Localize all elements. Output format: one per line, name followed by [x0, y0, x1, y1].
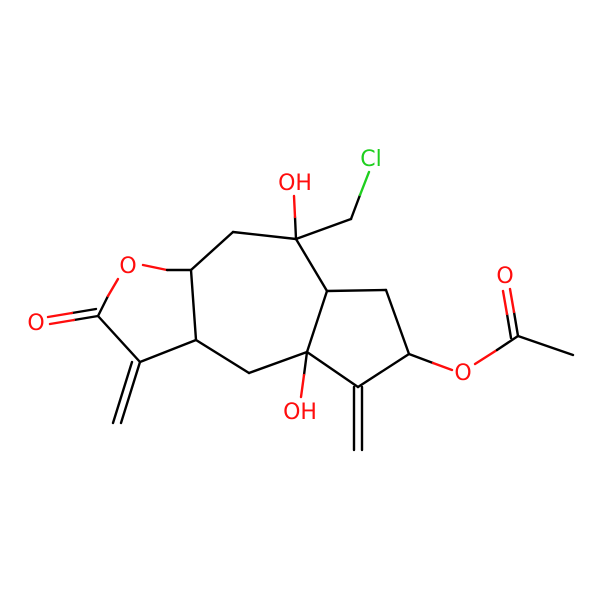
bond — [305, 289, 329, 354]
bond — [349, 193, 362, 221]
bond — [299, 373, 306, 399]
atom-labels: Cl OH OH O O O O — [27, 147, 513, 425]
bond — [495, 334, 520, 352]
bond — [119, 360, 142, 425]
bond — [305, 350, 360, 389]
bond — [293, 215, 298, 241]
bond — [358, 170, 371, 197]
acetyl-carbonyl-oxygen-label: O — [496, 264, 513, 289]
bond — [505, 312, 513, 340]
bond — [294, 217, 353, 241]
bond — [138, 338, 198, 364]
bond — [194, 338, 251, 375]
bond — [72, 314, 100, 322]
hydroxyl-bottom-label: OH — [283, 400, 317, 425]
bond — [302, 350, 309, 377]
bond — [407, 352, 435, 365]
bond — [516, 334, 575, 357]
bond — [292, 194, 297, 219]
bond — [247, 350, 309, 375]
bond — [384, 288, 411, 356]
bond — [231, 230, 298, 241]
hydroxyl-top-label: OH — [278, 171, 312, 196]
bond — [508, 287, 516, 314]
bond — [106, 277, 120, 298]
bond — [111, 360, 134, 425]
bond — [46, 311, 74, 319]
bond — [501, 289, 509, 316]
ring-oxygen-label: O — [119, 254, 136, 279]
bond — [294, 237, 329, 293]
bond — [48, 318, 76, 326]
chlorine-label: Cl — [360, 147, 381, 172]
lactone-carbonyl-oxygen-label: O — [27, 311, 44, 336]
ester-oxygen-label: O — [454, 361, 471, 386]
bond — [356, 352, 411, 389]
bond — [431, 361, 454, 372]
bond — [96, 294, 110, 318]
bonds — [96, 217, 575, 452]
bond — [512, 310, 520, 338]
bond — [325, 288, 388, 293]
heteroatom-bonds — [46, 170, 520, 399]
bond — [189, 230, 235, 272]
bond — [141, 263, 169, 272]
bond — [473, 348, 499, 366]
bond — [189, 268, 198, 342]
bond — [96, 314, 142, 364]
bond — [70, 307, 98, 315]
